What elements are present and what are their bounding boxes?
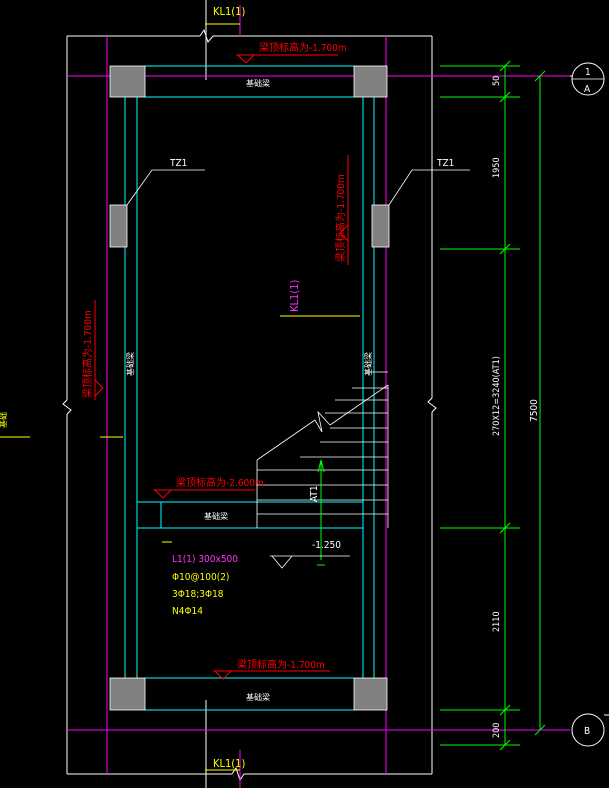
elevation-note-left: 梁顶标高为-1.700m <box>81 310 94 398</box>
beam-label-left: 基础梁 <box>125 352 135 376</box>
kl1-label-bottom: KL1(1) <box>213 757 245 770</box>
l1-title: L1(1) 300x500 <box>172 554 238 565</box>
stair-steps <box>256 371 389 528</box>
side-note: 基础 <box>0 412 8 428</box>
dimension-chain <box>440 60 546 751</box>
level-marker <box>270 555 350 569</box>
beam-label-mid: 基础梁 <box>204 511 228 521</box>
column-bottom-right <box>353 677 388 711</box>
level-label: -1.250 <box>312 540 341 551</box>
elevation-note-mid: 梁顶标高为-2.600m <box>176 476 264 489</box>
column-top-right <box>353 65 388 98</box>
axis-letter-top: A <box>584 84 591 95</box>
axis-bubble-top <box>570 62 605 96</box>
axis-number-top: 1 <box>585 67 591 78</box>
kl1-label-top: KL1(1) <box>213 5 245 18</box>
axis-letter-bottom: B <box>584 726 590 737</box>
stair-direction-arrow <box>317 459 325 566</box>
column-bottom-left <box>109 677 146 711</box>
dim-2110: 2110 <box>492 611 502 632</box>
column-tz1-left <box>109 204 128 248</box>
foundation-beams <box>124 65 375 711</box>
dim-3240: 270X12=3240(AT1) <box>492 356 502 436</box>
tz1-label-left: TZ1 <box>169 158 187 169</box>
axis-lines <box>67 5 570 788</box>
beam-label-bottom: 基础梁 <box>246 692 270 702</box>
elevation-note-top: 梁顶标高为-1.700m <box>259 41 347 54</box>
kl1-leaders <box>0 23 360 771</box>
dim-1950: 1950 <box>492 157 502 178</box>
tz1-label-right: TZ1 <box>436 158 454 169</box>
dim-7500: 7500 <box>529 399 540 422</box>
outer-wall-outline <box>62 0 437 788</box>
tz1-leaders <box>126 169 470 206</box>
elevation-markers <box>94 54 349 680</box>
beam-label-right: 基础梁 <box>363 352 373 376</box>
kl1-label-mid: KL1(1) <box>288 280 301 312</box>
l1-side-bars: N4Φ14 <box>172 606 203 617</box>
axis-bubble-bottom <box>571 713 609 747</box>
elevation-note-right: 梁顶标高为-1.700m <box>334 174 347 262</box>
columns <box>109 65 390 711</box>
elevation-note-bottom: 梁顶标高为-1.700m <box>237 658 325 671</box>
dim-50: 50 <box>492 76 502 86</box>
l1-main-bars: 3Φ18;3Φ18 <box>172 589 224 600</box>
beam-label-top: 基础梁 <box>246 78 270 88</box>
dim-200: 200 <box>492 723 502 738</box>
stair-label-at1: AT1 <box>309 485 320 502</box>
l1-stirrup: Φ10@100(2) <box>172 572 229 583</box>
column-top-left <box>109 65 146 98</box>
column-tz1-right <box>371 204 390 248</box>
